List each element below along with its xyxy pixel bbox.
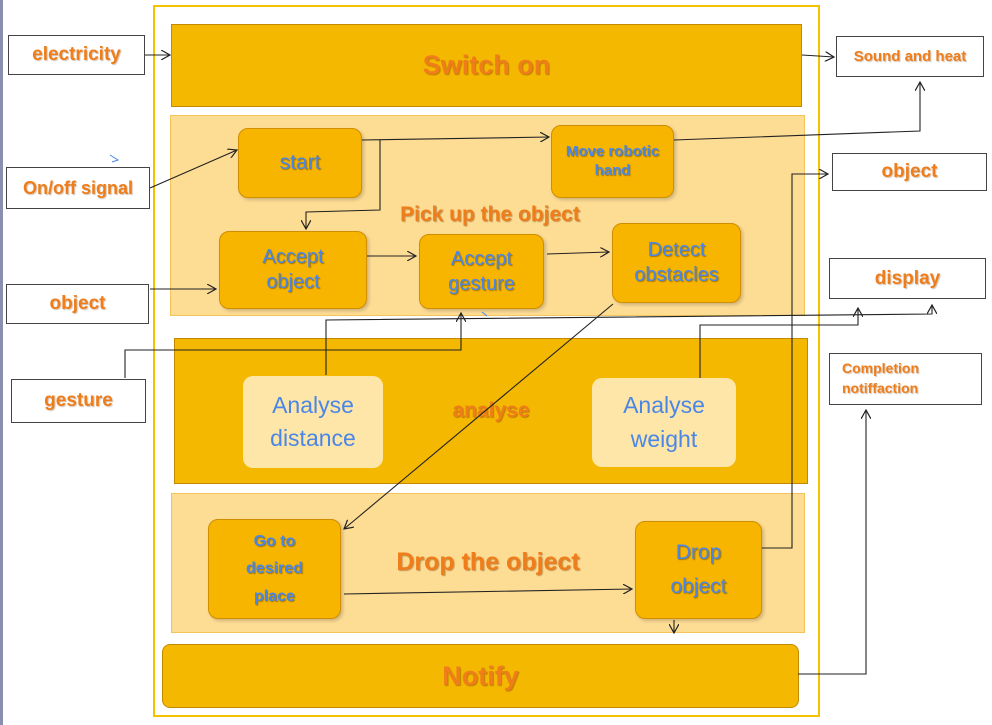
output-display-label: display [874,267,941,289]
output-object-label: object [881,161,938,182]
step-move-hand-label: Move robotic hand [565,142,660,179]
step-analyse-weight-label: Analyse weight [623,392,705,452]
step-analyse-weight: Analyse weight [592,378,736,467]
analyse-label: analyse [452,399,530,422]
arrow-start-to-move [361,137,549,140]
input-object: object [6,284,149,324]
step-drop-object-label: Drop object [670,541,727,598]
output-object: object [832,153,987,191]
arrow-gesture-to-detect [546,252,609,254]
input-electricity-label: electricity [32,44,121,65]
arrow-switch-on-to-sound [801,55,834,57]
output-sound-and-heat: Sound and heat [836,36,984,77]
arrow-drop-to-object-output [762,174,828,549]
arrow-notify-to-completion [798,410,866,675]
stray-blue-mark-2 [481,311,488,317]
step-move-hand: Move robotic hand [551,125,674,198]
input-on-off-signal-label: On/off signal [23,177,133,198]
arrow-move-to-sound [673,82,920,141]
step-analyse-distance-label: Analyse distance [270,391,356,451]
step-go-to-place: Go to desired place [208,519,341,619]
input-gesture: gesture [11,379,146,423]
notify-label: Notify [442,660,519,691]
arrow-signal-to-start [149,150,237,189]
pick-up-label: Pick up the object [400,203,580,226]
arrow-distance-to-display [325,305,932,375]
arrow-detect-to-go [344,303,614,529]
output-display: display [829,258,986,299]
stray-blue-mark [109,154,120,163]
switch-on-band: Switch on [171,24,802,107]
switch-on-label: Switch on [422,50,551,80]
drop-label: Drop the object [396,548,580,576]
step-detect-obstacles-label: Detect obstacles [634,239,719,286]
arrow-go-to-drop [343,589,632,595]
arrow-gesture-input [124,313,461,378]
step-start-label: start [279,150,321,174]
output-sound-and-heat-label: Sound and heat [853,48,967,65]
step-accept-gesture: Accept gesture [419,234,544,309]
arrow-loop-to-accept-object [306,140,381,229]
step-drop-object: Drop object [635,521,762,619]
step-accept-object: Accept object [219,231,367,309]
arrow-weight-to-display [699,308,858,378]
step-accept-gesture-label: Accept gesture [448,247,515,295]
step-accept-object-label: Accept object [262,246,324,293]
input-object-label: object [49,293,106,314]
step-analyse-distance: Analyse distance [243,376,383,468]
output-completion-notification-label: Completion notiffaction [842,360,919,396]
input-electricity: electricity [8,35,145,75]
step-start: start [238,128,362,198]
step-go-to-place-label: Go to desired place [246,533,303,605]
input-on-off-signal: On/off signal [6,167,150,209]
left-edge-bar [0,0,3,725]
input-gesture-label: gesture [44,390,113,411]
notify-band: Notify [162,644,799,708]
step-detect-obstacles: Detect obstacles [612,223,741,303]
output-completion-notification: Completion notiffaction [829,353,982,405]
